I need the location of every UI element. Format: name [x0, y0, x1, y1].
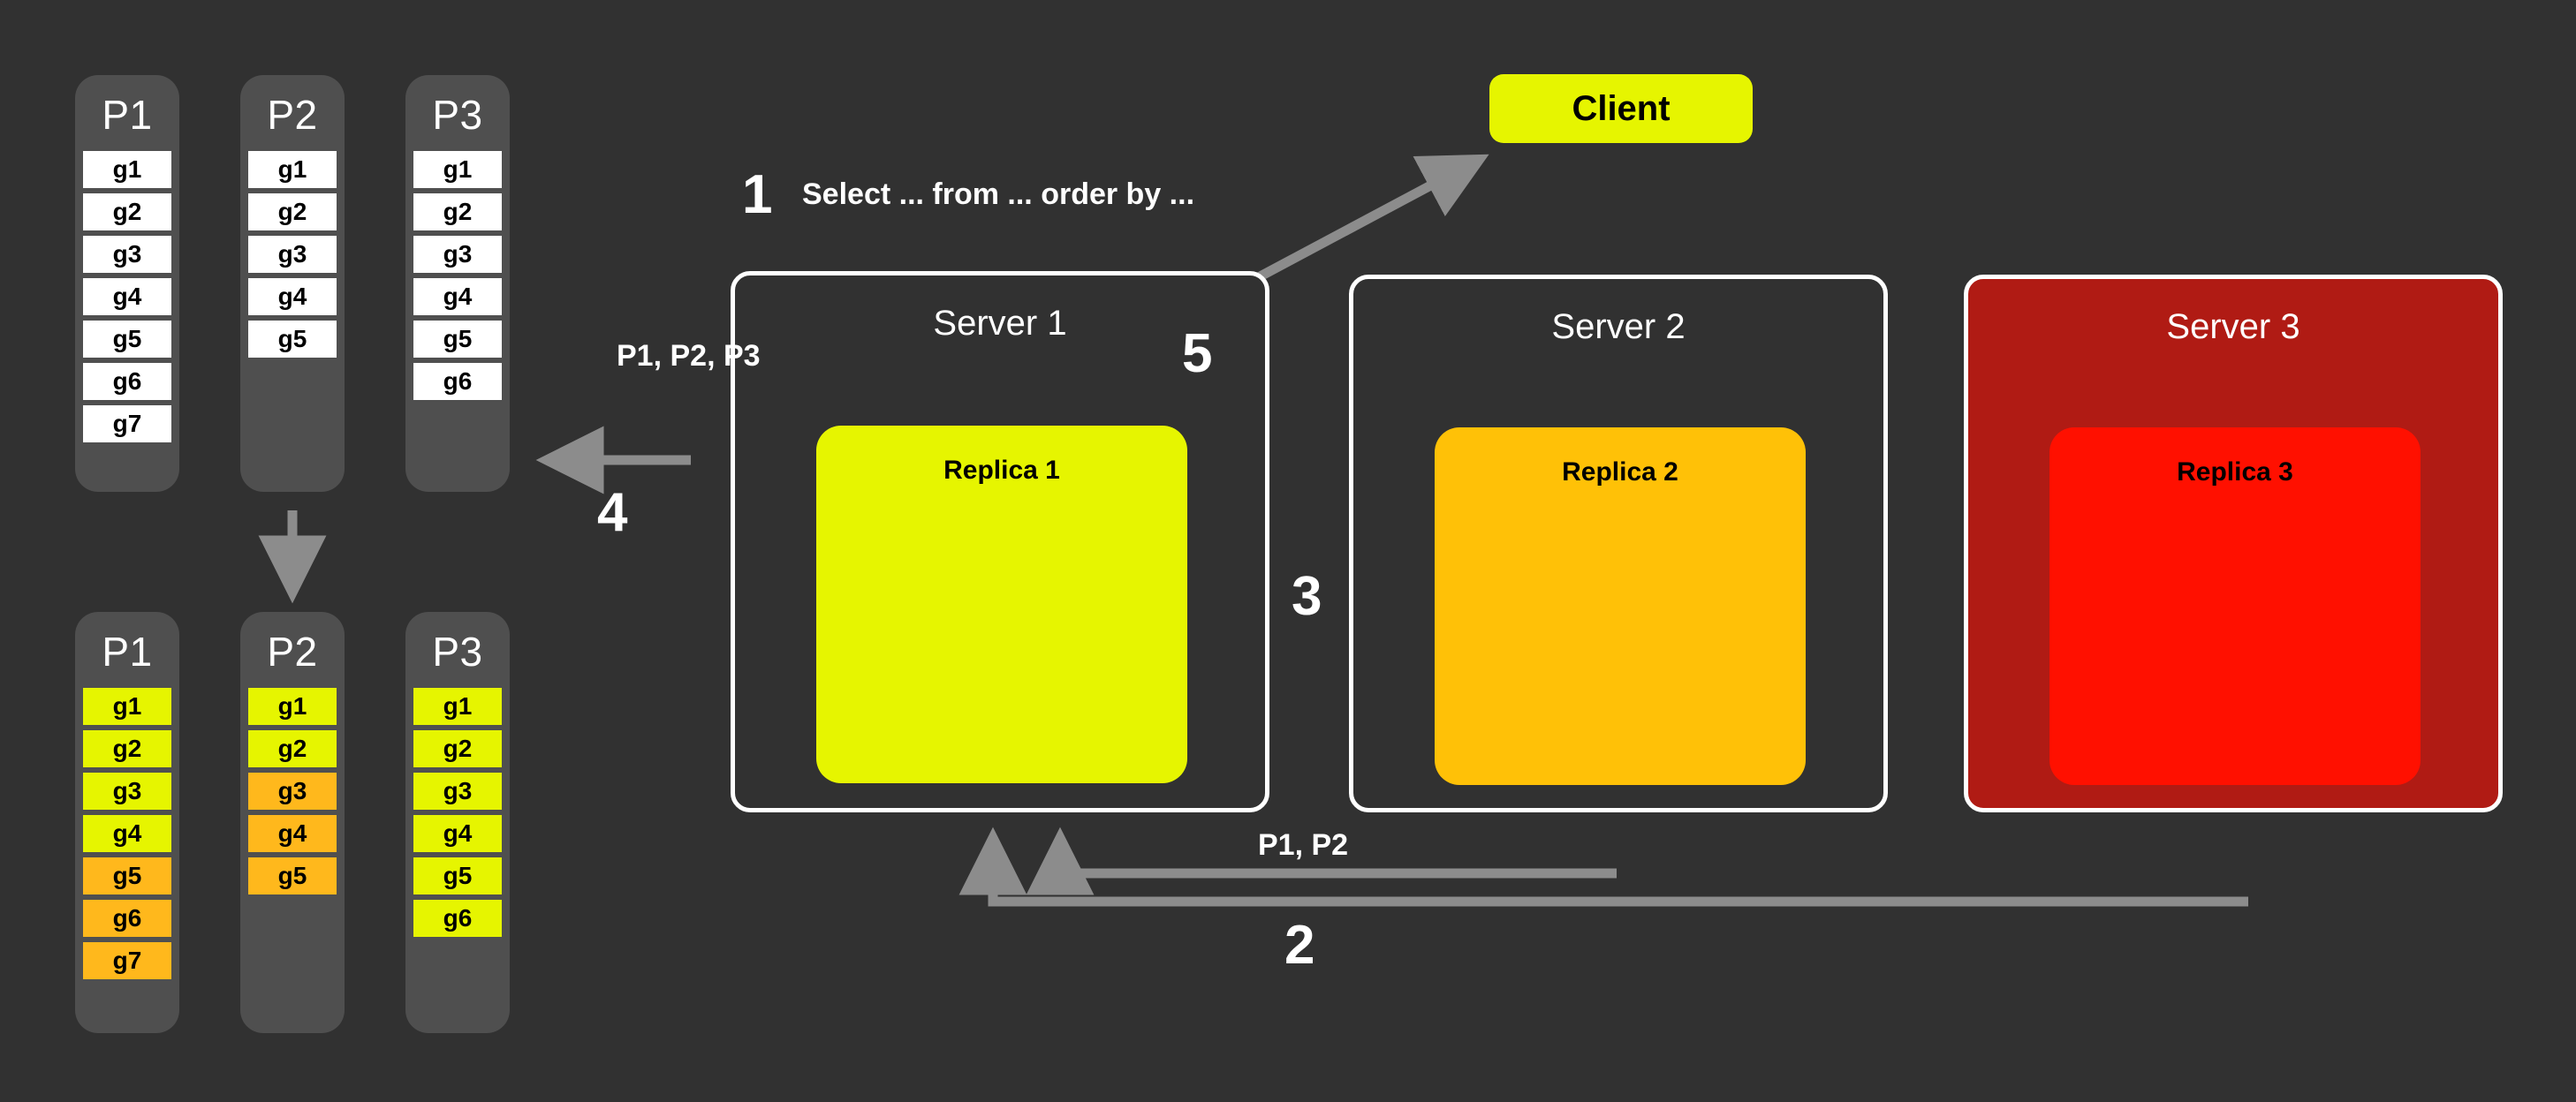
- arrow-server3-to-server1: [958, 826, 2248, 907]
- client-label: Client: [1572, 89, 1671, 128]
- partitions-all-label: P1, P2, P3: [617, 339, 761, 373]
- replica-1-box[interactable]: Replica 1: [816, 426, 1187, 783]
- partition-cell: g1: [248, 151, 337, 188]
- partition-cell: g5: [413, 857, 502, 894]
- partition-cell: g2: [413, 730, 502, 767]
- partition-cell: g6: [83, 900, 171, 937]
- partition-cell: g4: [248, 815, 337, 852]
- partition-cell: g3: [413, 773, 502, 810]
- partition-cell: g6: [413, 900, 502, 937]
- partition-panel-top-p1: P1 g1 g2 g3 g4 g5 g6 g7: [75, 75, 179, 492]
- partition-cell: g1: [83, 688, 171, 725]
- server-2-title: Server 2: [1551, 307, 1686, 346]
- partition-cell: g5: [83, 321, 171, 358]
- replica-3-label: Replica 3: [2177, 457, 2293, 487]
- partition-cell: g1: [83, 151, 171, 188]
- partition-cell: g2: [83, 730, 171, 767]
- replica-2-label: Replica 2: [1562, 457, 1678, 487]
- partition-panel-bottom-p3: P3 g1 g2 g3 g4 g5 g6: [405, 612, 510, 1033]
- partition-panel-bottom-p2: P2 g1 g2 g3 g4 g5: [240, 612, 345, 1033]
- partition-cells: g1 g2 g3 g4 g5 g6 g7: [75, 151, 179, 442]
- partition-cells: g1 g2 g3 g4 g5: [240, 151, 345, 358]
- partition-cell: g7: [83, 405, 171, 442]
- partition-cell: g1: [413, 688, 502, 725]
- partitions-fetched-label: P1, P2: [1258, 828, 1349, 862]
- partition-cell: g3: [248, 236, 337, 273]
- partition-cell: g3: [83, 236, 171, 273]
- replica-3-box[interactable]: Replica 3: [2049, 427, 2421, 785]
- query-label: Select ... from ... order by ...: [802, 177, 1195, 211]
- partition-cell: g4: [83, 815, 171, 852]
- partition-cell: g3: [413, 236, 502, 273]
- partition-cell: g4: [248, 278, 337, 315]
- partition-panel-top-p3: P3 g1 g2 g3 g4 g5 g6: [405, 75, 510, 492]
- server-1-box[interactable]: Server 1 Replica 1: [731, 271, 1269, 812]
- partition-title: P3: [432, 629, 483, 675]
- partition-cell: g3: [83, 773, 171, 810]
- partition-cell: g2: [248, 730, 337, 767]
- step-3-number: 3: [1292, 566, 1322, 627]
- step-2-number: 2: [1284, 915, 1315, 976]
- partition-cell: g5: [248, 857, 337, 894]
- server-3-box[interactable]: Server 3 Replica 3: [1964, 275, 2503, 812]
- partition-cells: g1 g2 g3 g4 g5 g6 g7: [75, 688, 179, 979]
- partition-cell: g4: [413, 278, 502, 315]
- partition-title: P3: [432, 92, 483, 138]
- partition-cell: g3: [248, 773, 337, 810]
- partition-cell: g5: [83, 857, 171, 894]
- partition-cell: g5: [248, 321, 337, 358]
- server-3-title: Server 3: [2166, 307, 2300, 346]
- partition-cell: g2: [248, 193, 337, 230]
- partition-cells: g1 g2 g3 g4 g5 g6: [405, 688, 510, 937]
- replica-1-label: Replica 1: [943, 456, 1060, 485]
- server-2-box[interactable]: Server 2 Replica 2: [1349, 275, 1888, 812]
- partition-title: P2: [267, 92, 318, 138]
- partition-cell: g7: [83, 942, 171, 979]
- step-1-number: 1: [742, 164, 773, 225]
- partition-panel-bottom-p1: P1 g1 g2 g3 g4 g5 g6 g7: [75, 612, 179, 1033]
- server-1-title: Server 1: [933, 304, 1067, 343]
- partition-cell: g2: [83, 193, 171, 230]
- step-5-number: 5: [1182, 323, 1213, 384]
- replica-2-box[interactable]: Replica 2: [1435, 427, 1806, 785]
- partition-title: P2: [267, 629, 318, 675]
- partition-cell: g5: [413, 321, 502, 358]
- partition-panel-top-p2: P2 g1 g2 g3 g4 g5: [240, 75, 345, 492]
- partition-cell: g2: [413, 193, 502, 230]
- partition-cell: g4: [83, 278, 171, 315]
- partition-cell: g1: [248, 688, 337, 725]
- partition-cells: g1 g2 g3 g4 g5: [240, 688, 345, 894]
- partition-cell: g6: [83, 363, 171, 400]
- step-4-number: 4: [597, 482, 628, 543]
- partition-cell: g1: [413, 151, 502, 188]
- partition-title: P1: [102, 92, 153, 138]
- partition-title: P1: [102, 629, 153, 675]
- client-node[interactable]: Client: [1489, 74, 1753, 143]
- partition-cell: g6: [413, 363, 502, 400]
- partition-cells: g1 g2 g3 g4 g5 g6: [405, 151, 510, 400]
- partition-cell: g4: [413, 815, 502, 852]
